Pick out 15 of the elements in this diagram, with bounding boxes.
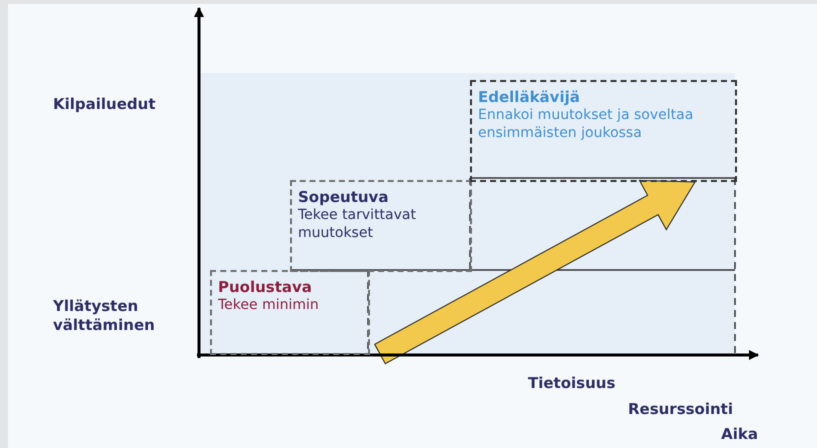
dashed-box: [290, 180, 472, 272]
level-title: Sopeutuva: [298, 188, 390, 206]
arrow: [374, 180, 696, 364]
axis-label: Yllätysten välttäminen: [53, 297, 156, 335]
level-description: Tekee tarvittavat muutokset: [298, 206, 417, 242]
dashed-box: [210, 270, 370, 355]
axis-label: Tietoisuus: [528, 374, 616, 393]
level-title: Edelläkävijä: [478, 88, 581, 106]
level-description: Ennakoi muutokset ja soveltaa ensimmäisten joukossa: [478, 106, 694, 142]
axis-label: Resurssointi: [626, 400, 733, 419]
axis-label: Aika: [720, 425, 758, 444]
axis-label: Kilpailuedut: [53, 95, 156, 114]
level-description: Tekee minimin: [218, 296, 320, 314]
level-title: Puolustava: [218, 278, 313, 296]
dashed-box: [470, 80, 737, 182]
